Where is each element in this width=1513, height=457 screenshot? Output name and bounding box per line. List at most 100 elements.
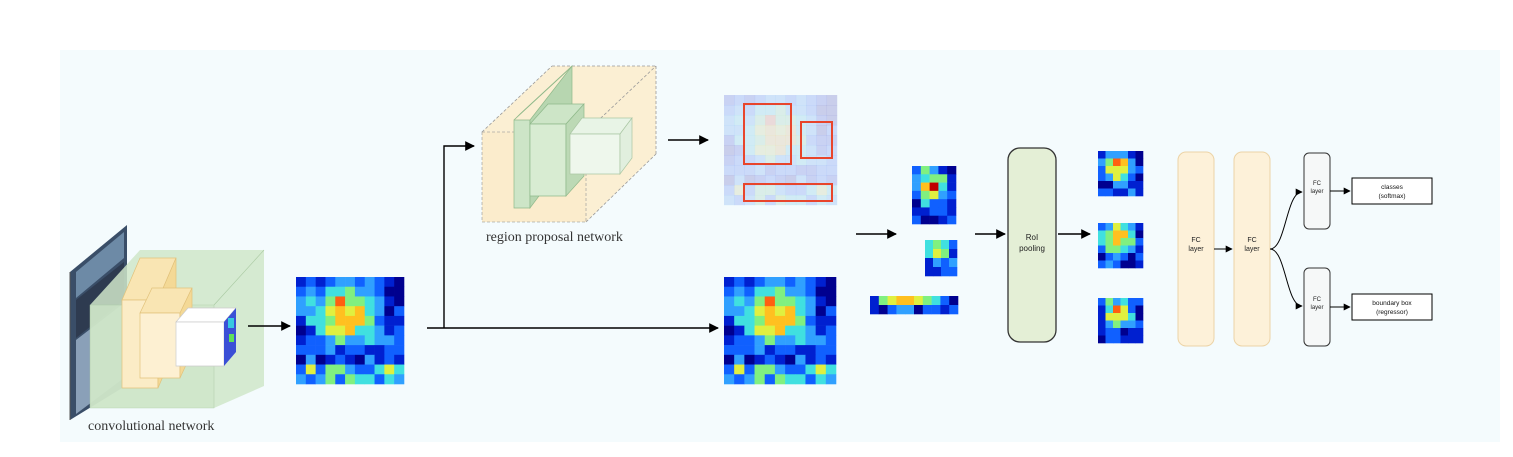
heatmap-cell xyxy=(364,286,375,297)
heatmap-cell xyxy=(1098,188,1106,197)
heatmap-cell xyxy=(795,354,806,365)
heatmap-cell xyxy=(315,374,326,385)
heatmap-cell xyxy=(1113,313,1121,321)
heatmap-cell xyxy=(1120,151,1129,159)
heatmap-cell xyxy=(806,95,817,106)
heatmap-cell xyxy=(744,335,755,346)
heatmap-cell xyxy=(933,240,942,250)
heatmap-cell xyxy=(1098,305,1106,314)
heatmap-cell xyxy=(775,165,786,176)
heatmap-cell xyxy=(744,175,756,186)
heatmap-cell xyxy=(775,155,786,166)
bbox-output-label-1: boundary box xyxy=(1372,300,1412,307)
heatmap-cell xyxy=(325,306,336,317)
heatmap-cell xyxy=(724,296,735,307)
heatmap-cell xyxy=(785,374,796,385)
heatmap-cell xyxy=(774,296,786,307)
heatmap-cell xyxy=(1105,188,1114,197)
heatmap-cell xyxy=(1113,238,1121,246)
heatmap-cell xyxy=(374,277,385,288)
heatmap-cell xyxy=(925,267,934,277)
heatmap-cell xyxy=(806,165,817,176)
heatmap-cell xyxy=(734,374,745,385)
heatmap-cell xyxy=(905,296,915,306)
heatmap-cell xyxy=(765,95,776,106)
proposal-boxes xyxy=(743,103,833,202)
heatmap-cell xyxy=(795,286,806,297)
heatmap-cell xyxy=(1120,173,1129,182)
heatmap-cell xyxy=(384,354,395,365)
heatmap-cell xyxy=(374,286,385,297)
heatmap-cell xyxy=(870,305,880,315)
heatmap-cell xyxy=(1128,298,1136,306)
heatmap-cell xyxy=(774,315,786,326)
heatmap-cell xyxy=(920,166,930,175)
heatmap-cell xyxy=(1105,253,1114,261)
heatmap-cell xyxy=(1120,335,1129,344)
heatmap-cell xyxy=(785,345,796,356)
heatmap-cell xyxy=(744,145,756,156)
heatmap-cell xyxy=(806,175,817,186)
heatmap-cell xyxy=(878,305,888,315)
heatmap-cell xyxy=(775,125,786,136)
heatmap-cell xyxy=(816,95,828,106)
heatmap-cell xyxy=(394,325,405,336)
heatmap-cell xyxy=(384,315,395,326)
heatmap-cell xyxy=(765,185,776,196)
roi-pooling-block xyxy=(1007,147,1057,343)
heatmap-cell xyxy=(1128,245,1136,254)
heatmap-cell xyxy=(825,325,837,336)
heatmap-cell xyxy=(1098,335,1106,344)
heatmap-cell xyxy=(947,166,957,175)
heatmap-cell xyxy=(1135,238,1144,246)
heatmap-cell xyxy=(744,354,755,365)
heatmap-cell xyxy=(805,306,816,317)
heatmap-cell xyxy=(774,345,786,356)
classes-output-label-2: (softmax) xyxy=(1378,193,1405,200)
heatmap-cell xyxy=(774,354,786,365)
heatmap-cell xyxy=(1135,181,1144,189)
heatmap-cell xyxy=(754,135,766,146)
heatmap-cell xyxy=(1105,166,1114,174)
heatmap-cell xyxy=(335,374,346,385)
heatmap-cell xyxy=(1120,158,1129,167)
heatmap-cell xyxy=(724,374,735,385)
heatmap-cell xyxy=(1113,223,1121,231)
heatmap-cell xyxy=(384,296,395,307)
heatmap-cell xyxy=(364,374,375,385)
heatmap-cell xyxy=(754,95,766,106)
heatmap-cell xyxy=(1135,253,1144,261)
heatmap-cell xyxy=(795,345,806,356)
heatmap-cell xyxy=(1113,188,1121,197)
heatmap-cell xyxy=(354,335,366,346)
heatmap-cell xyxy=(1113,253,1121,261)
heatmap-cell xyxy=(785,165,797,176)
heatmap-cell xyxy=(364,315,375,326)
heatmap-cell xyxy=(384,325,395,336)
heatmap-cell xyxy=(815,286,827,297)
heatmap-cell xyxy=(764,315,776,326)
heatmap-cell xyxy=(765,145,776,156)
heatmap-cell xyxy=(296,335,307,346)
heatmap-cell xyxy=(816,135,828,146)
heatmap-cell xyxy=(1105,181,1114,189)
heatmap-cell xyxy=(925,258,934,268)
heatmap-cell xyxy=(1135,298,1144,306)
heatmap-cell xyxy=(1120,313,1129,321)
heatmap-cell xyxy=(354,296,366,307)
heatmap-cell xyxy=(775,115,786,126)
heatmap-cell xyxy=(1113,328,1121,336)
heatmap-cell xyxy=(806,155,817,166)
heatmap-cell xyxy=(1113,320,1121,329)
heatmap-cell xyxy=(825,315,837,326)
heatmap-cell xyxy=(947,190,957,200)
heatmap-cell xyxy=(394,364,405,375)
heatmap-cell xyxy=(1113,298,1121,306)
heatmap-cell xyxy=(929,174,939,183)
heatmap-cell xyxy=(774,364,786,375)
heatmap-cell xyxy=(938,166,948,175)
heatmap-cell xyxy=(775,185,786,196)
heatmap-cell xyxy=(933,267,942,277)
heatmap-cell xyxy=(1105,151,1114,159)
heatmap-cell xyxy=(949,258,958,268)
